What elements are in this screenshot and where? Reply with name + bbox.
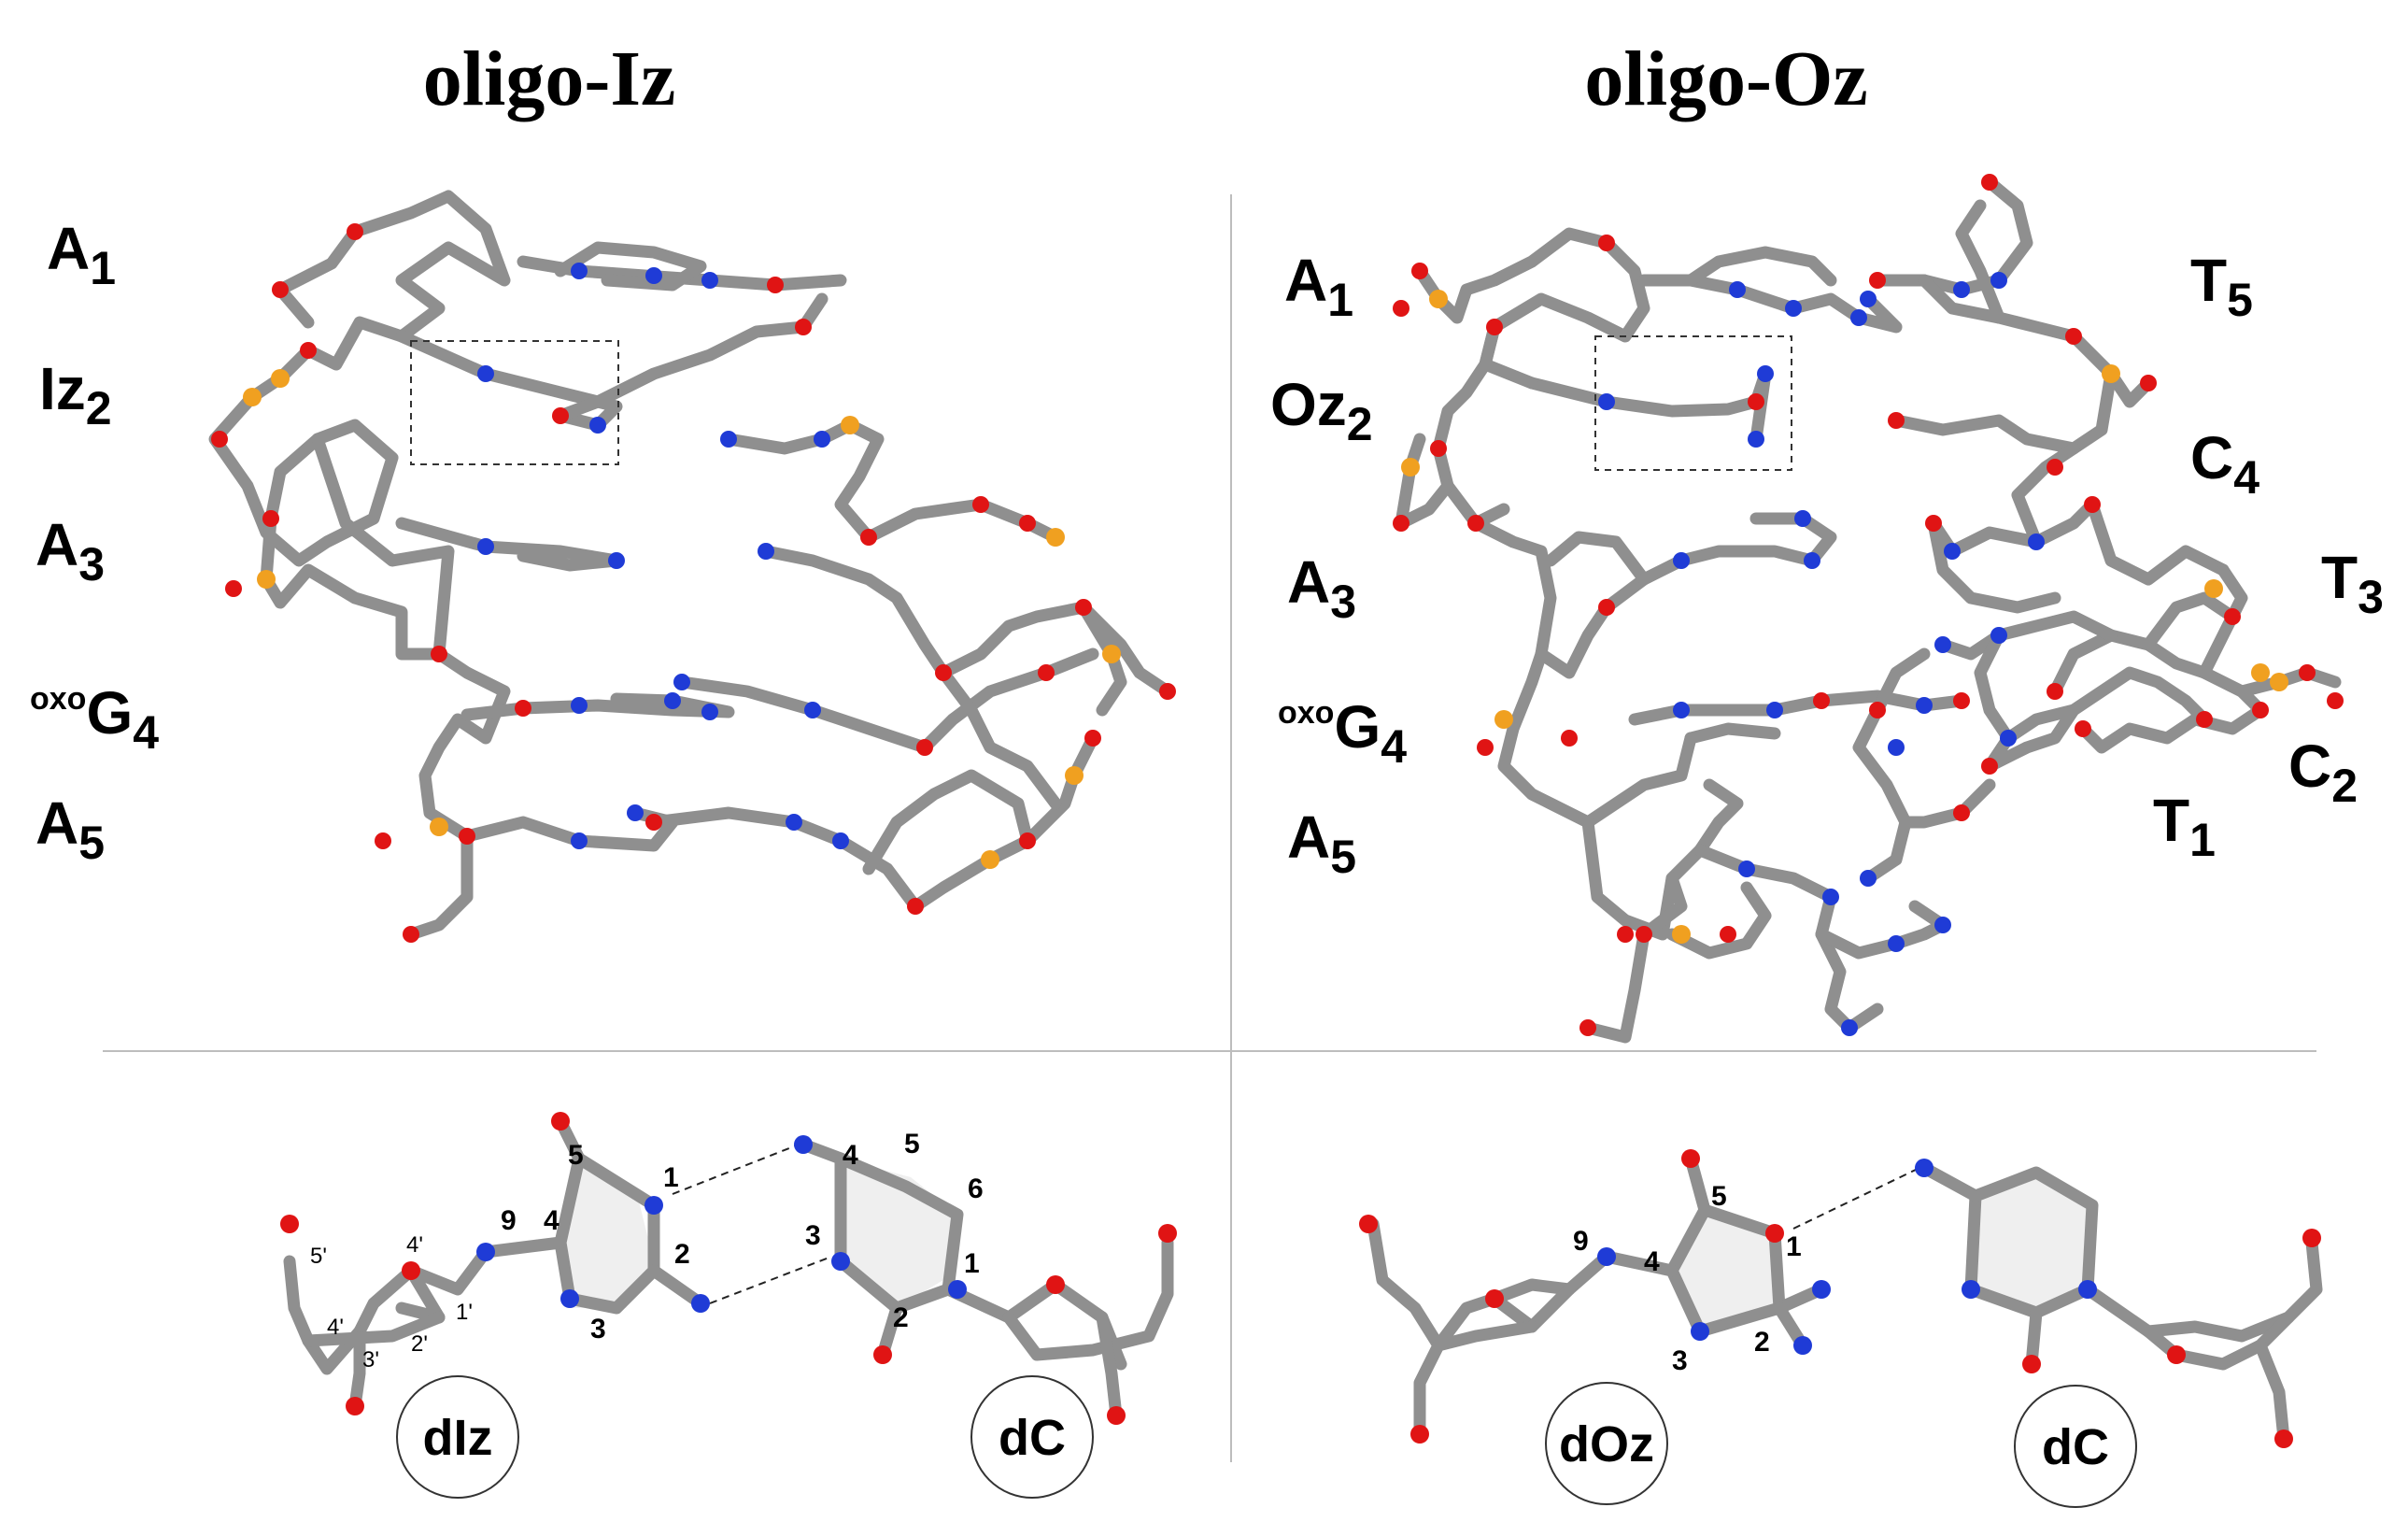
circle-doz-label: dOz [1559,1416,1654,1472]
dc-num-1: 1 [964,1248,980,1279]
iz-num-5: 5 [568,1140,584,1171]
label-t5: T5 [2190,247,2253,326]
circle-dc-left [970,1375,1094,1499]
hbond-iz-dc-bottom [709,1256,832,1304]
sugar-num-4p: 4' [327,1315,344,1340]
hbond-iz-dc-top [672,1144,800,1195]
dc-num-6: 6 [968,1174,984,1204]
iz-num-4: 4 [544,1205,560,1236]
dc-num-3: 3 [805,1220,821,1251]
diz-dc-pair: 5 1 2 3 4 9 5' 4' 1' 2' 3' 4' 4 5 6 3 1 … [280,1112,1177,1499]
label-a3-left: A3 [35,511,105,590]
sugar-num-3p: 3' [362,1347,379,1373]
label-a1-right: A1 [1284,247,1353,326]
left-residue-labels: A1 Iz2 A3 oxoG4 A5 [30,215,159,869]
iz-num-1: 1 [663,1162,679,1193]
label-oz2: Oz2 [1270,371,1373,450]
oz-num-1: 1 [1786,1231,1802,1262]
oz-num-3: 3 [1672,1345,1688,1376]
iz-num-2: 2 [674,1239,690,1270]
atoms-oligo-iz [211,223,1176,943]
oz-num-5: 5 [1711,1181,1727,1212]
circle-diz-label: dIz [423,1410,493,1466]
label-oxog4-left: oxoG4 [30,679,159,759]
circle-dc-right [2014,1385,2137,1508]
dc2-ring-fill [1971,1173,2092,1313]
oz-ring-fill [1672,1210,1779,1331]
dc-num-4: 4 [843,1140,858,1171]
circle-dc-left-label: dC [999,1410,1066,1466]
right-residue-labels: A1 Oz2 A3 oxoG4 A5 T5 C4 T3 C2 T1 [1270,247,2384,883]
dc-num-2: 2 [893,1302,909,1333]
oligo-oz-structure [1393,174,2344,1044]
circle-dc-right-label: dC [2042,1419,2109,1475]
oz-num-4: 4 [1644,1246,1660,1277]
atoms-oligo-oz [1393,174,2344,1036]
oz-num-2: 2 [1754,1327,1770,1358]
circle-doz [1545,1382,1668,1505]
sugar-num-2p: 2' [411,1331,428,1357]
highlight-box-oz [1594,335,1792,471]
sugar-num-1p: 1' [456,1300,473,1325]
title-oligo-iz: oligo-Iz [423,36,676,122]
hbond-oz-dc [1792,1167,1920,1230]
label-a3-right: A3 [1287,548,1356,628]
label-iz2: Iz2 [39,355,112,434]
oz-num-9: 9 [1573,1226,1589,1257]
label-a5-right: A5 [1287,804,1356,883]
label-c2: C2 [2288,733,2358,812]
label-c4: C4 [2190,424,2259,504]
iz-num-3: 3 [590,1314,606,1344]
label-oxog4-right: oxoG4 [1278,693,1407,773]
title-oligo-oz: oligo-Oz [1584,36,1867,122]
label-t3: T3 [2321,544,2384,623]
sugar-num-4p-top: 4' [406,1232,423,1258]
label-a1-left: A1 [47,215,116,294]
dc-num-5: 5 [904,1129,920,1159]
highlight-box-iz [410,340,619,465]
oligo-iz-structure [208,190,1176,943]
label-a5-left: A5 [35,789,105,869]
iz-num-9: 9 [501,1205,517,1236]
doz-dc-pair: 5 1 2 3 4 9 dOz dC [1359,1149,2323,1508]
sugar-num-5p: 5' [310,1244,327,1269]
label-t1: T1 [2153,787,2216,866]
circle-diz [396,1375,519,1499]
